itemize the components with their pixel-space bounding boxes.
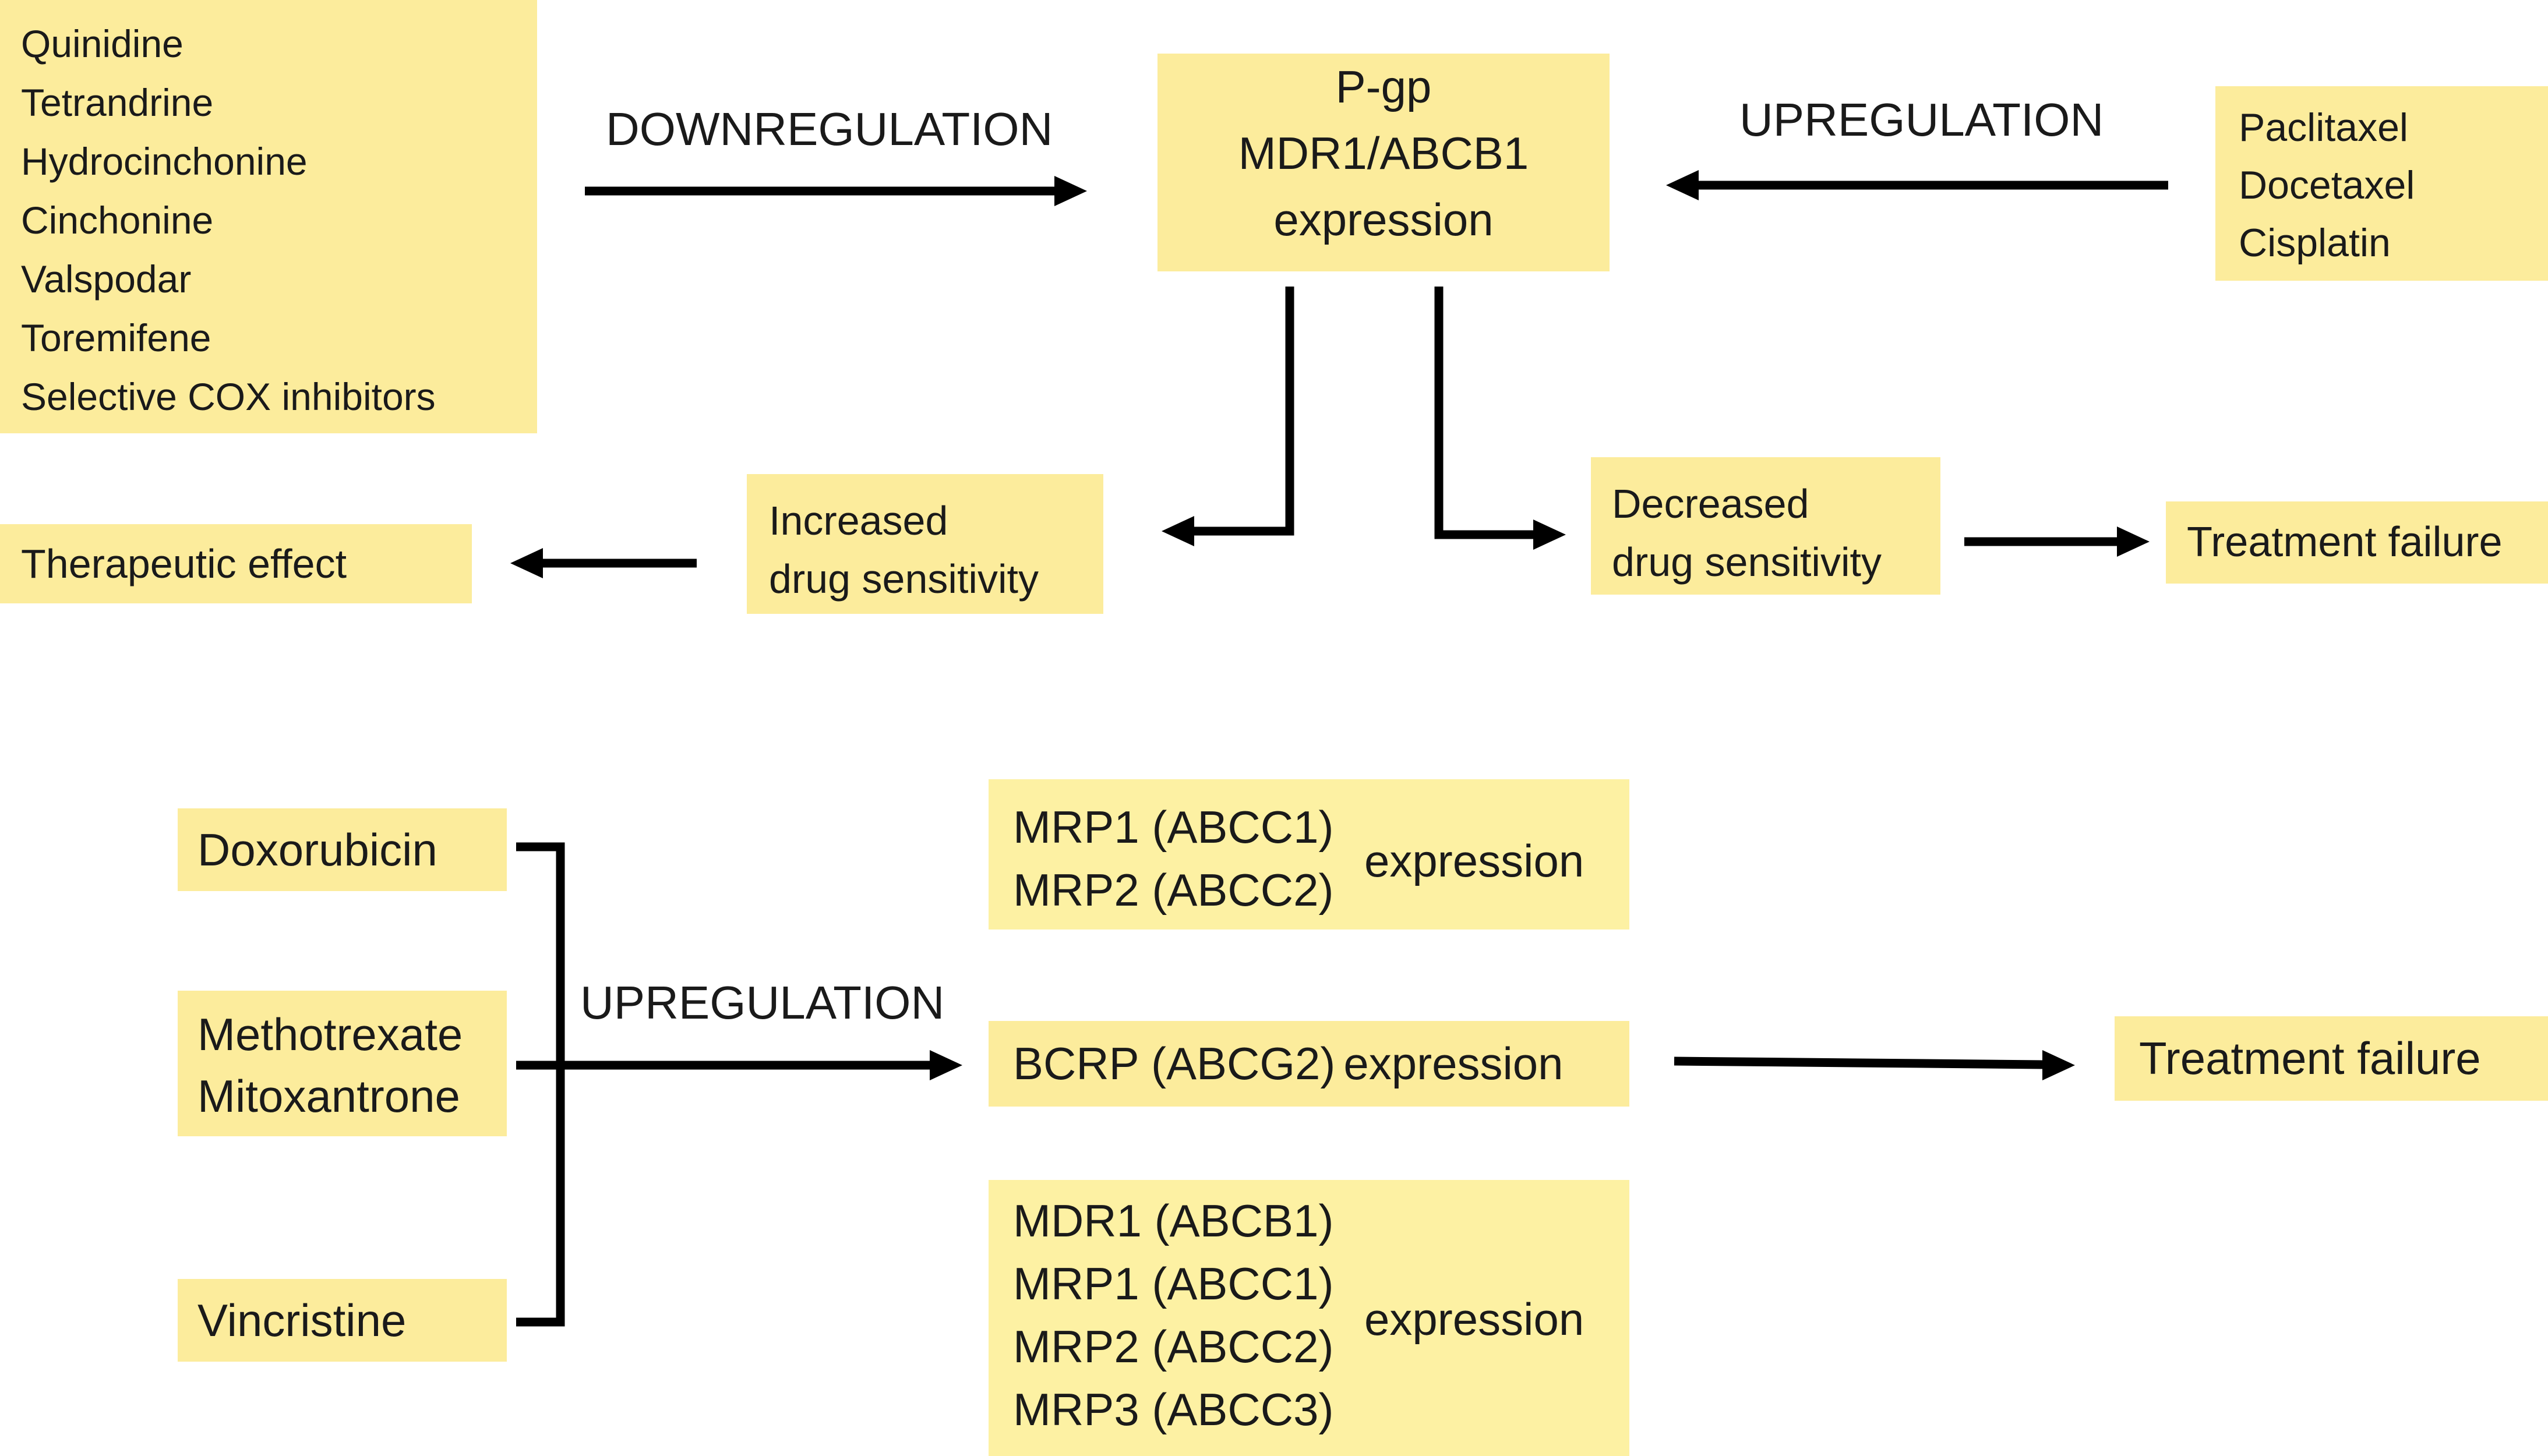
transporter-line: MDR1 (ABCB1) bbox=[1013, 1195, 1334, 1246]
transporter-line: MRP2 (ABCC2) bbox=[1013, 864, 1334, 916]
to-treatment-failure-arrowhead bbox=[2117, 526, 2150, 557]
upregulation-label: UPREGULATION bbox=[1739, 94, 2104, 146]
pgp-line: MDR1/ABCB1 bbox=[1238, 128, 1529, 179]
drug-label: Methotrexate bbox=[197, 1009, 463, 1060]
transporter-line: BCRP (ABCG2) bbox=[1013, 1038, 1336, 1089]
increased-sensitivity-box: Increased drug sensitivity bbox=[747, 474, 1103, 614]
drug-bracket bbox=[516, 842, 565, 1327]
therapeutic-effect-label: Therapeutic effect bbox=[21, 541, 347, 586]
transporter-line: MRP1 (ABCC1) bbox=[1013, 1258, 1334, 1309]
upregulator-item: Paclitaxel bbox=[2239, 105, 2409, 150]
treatment-failure-label: Treatment failure bbox=[2187, 519, 2503, 566]
downregulator-item: Valspodar bbox=[21, 257, 192, 301]
downregulator-item: Hydrocinchonine bbox=[21, 140, 308, 183]
bcrp-expression-box: BCRP (ABCG2)expression bbox=[989, 1021, 1629, 1107]
expression-label: expression bbox=[1364, 1294, 1584, 1345]
upregulators-box: Paclitaxel Docetaxel Cisplatin bbox=[2215, 86, 2548, 281]
pgp-to-increased-connector bbox=[1188, 287, 1294, 536]
doxorubicin-box: Doxorubicin bbox=[178, 808, 507, 891]
upregulator-item: Cisplatin bbox=[2239, 221, 2391, 265]
downregulator-item: Selective COX inhibitors bbox=[21, 375, 436, 418]
transporter-line: MRP3 (ABCC3) bbox=[1013, 1384, 1334, 1435]
pgp-line: P-gp bbox=[1335, 61, 1432, 112]
downregulator-item: Tetrandrine bbox=[21, 81, 214, 124]
decreased-sensitivity-box: Decreased drug sensitivity bbox=[1591, 457, 1940, 595]
expression-label: expression bbox=[1343, 1038, 1564, 1089]
pgp-line: expression bbox=[1273, 194, 1494, 245]
bottom-upregulation-label: UPREGULATION bbox=[580, 977, 945, 1029]
decreased-line: Decreased bbox=[1612, 481, 1809, 526]
drug-label: Mitoxantrone bbox=[197, 1070, 460, 1122]
mdr1-mrp-expression-box: MDR1 (ABCB1) MRP1 (ABCC1) MRP2 (ABCC2) M… bbox=[989, 1180, 1629, 1456]
downregulator-item: Toremifene bbox=[21, 316, 211, 359]
drug-label: Doxorubicin bbox=[197, 824, 437, 875]
upregulator-item: Docetaxel bbox=[2239, 163, 2415, 207]
treatment-failure-box-top: Treatment failure bbox=[2166, 501, 2548, 584]
bcrp-to-failure-arrowhead bbox=[2042, 1050, 2075, 1080]
treatment-failure-box-bottom: Treatment failure bbox=[2115, 1016, 2548, 1101]
therapeutic-effect-box: Therapeutic effect bbox=[0, 524, 472, 603]
increased-line: Increased bbox=[769, 498, 948, 543]
decreased-line: drug sensitivity bbox=[1612, 539, 1882, 585]
downregulator-item: Cinchonine bbox=[21, 199, 214, 242]
transporter-line: MRP2 (ABCC2) bbox=[1013, 1321, 1334, 1372]
drug-label: Vincristine bbox=[197, 1295, 407, 1346]
bottom-upregulation-arrowhead bbox=[930, 1050, 962, 1080]
transporter-line: MRP1 (ABCC1) bbox=[1013, 801, 1334, 853]
vincristine-box: Vincristine bbox=[178, 1279, 507, 1362]
downregulation-arrowhead bbox=[1054, 176, 1087, 206]
downregulators-box: Quinidine Tetrandrine Hydrocinchonine Ci… bbox=[0, 0, 537, 433]
decreased-arrowhead bbox=[1533, 520, 1566, 550]
downregulator-item: Quinidine bbox=[21, 22, 183, 65]
increased-line: drug sensitivity bbox=[769, 556, 1039, 602]
methotrexate-mitoxantrone-box: Methotrexate Mitoxantrone bbox=[178, 991, 507, 1136]
bcrp-to-failure-arrow-line bbox=[1674, 1056, 2045, 1069]
pgp-expression-box: P-gp MDR1/ABCB1 expression bbox=[1157, 54, 1610, 271]
to-therapeutic-arrowhead bbox=[510, 548, 543, 578]
upregulation-arrowhead bbox=[1666, 170, 1699, 200]
mrp1-mrp2-expression-box: MRP1 (ABCC1) MRP2 (ABCC2) expression bbox=[989, 779, 1629, 930]
treatment-failure-label: Treatment failure bbox=[2139, 1033, 2481, 1084]
downregulation-label: DOWNREGULATION bbox=[606, 103, 1053, 155]
expression-label: expression bbox=[1364, 835, 1584, 886]
pgp-to-decreased-connector bbox=[1434, 287, 1536, 539]
increased-arrowhead bbox=[1162, 516, 1194, 546]
